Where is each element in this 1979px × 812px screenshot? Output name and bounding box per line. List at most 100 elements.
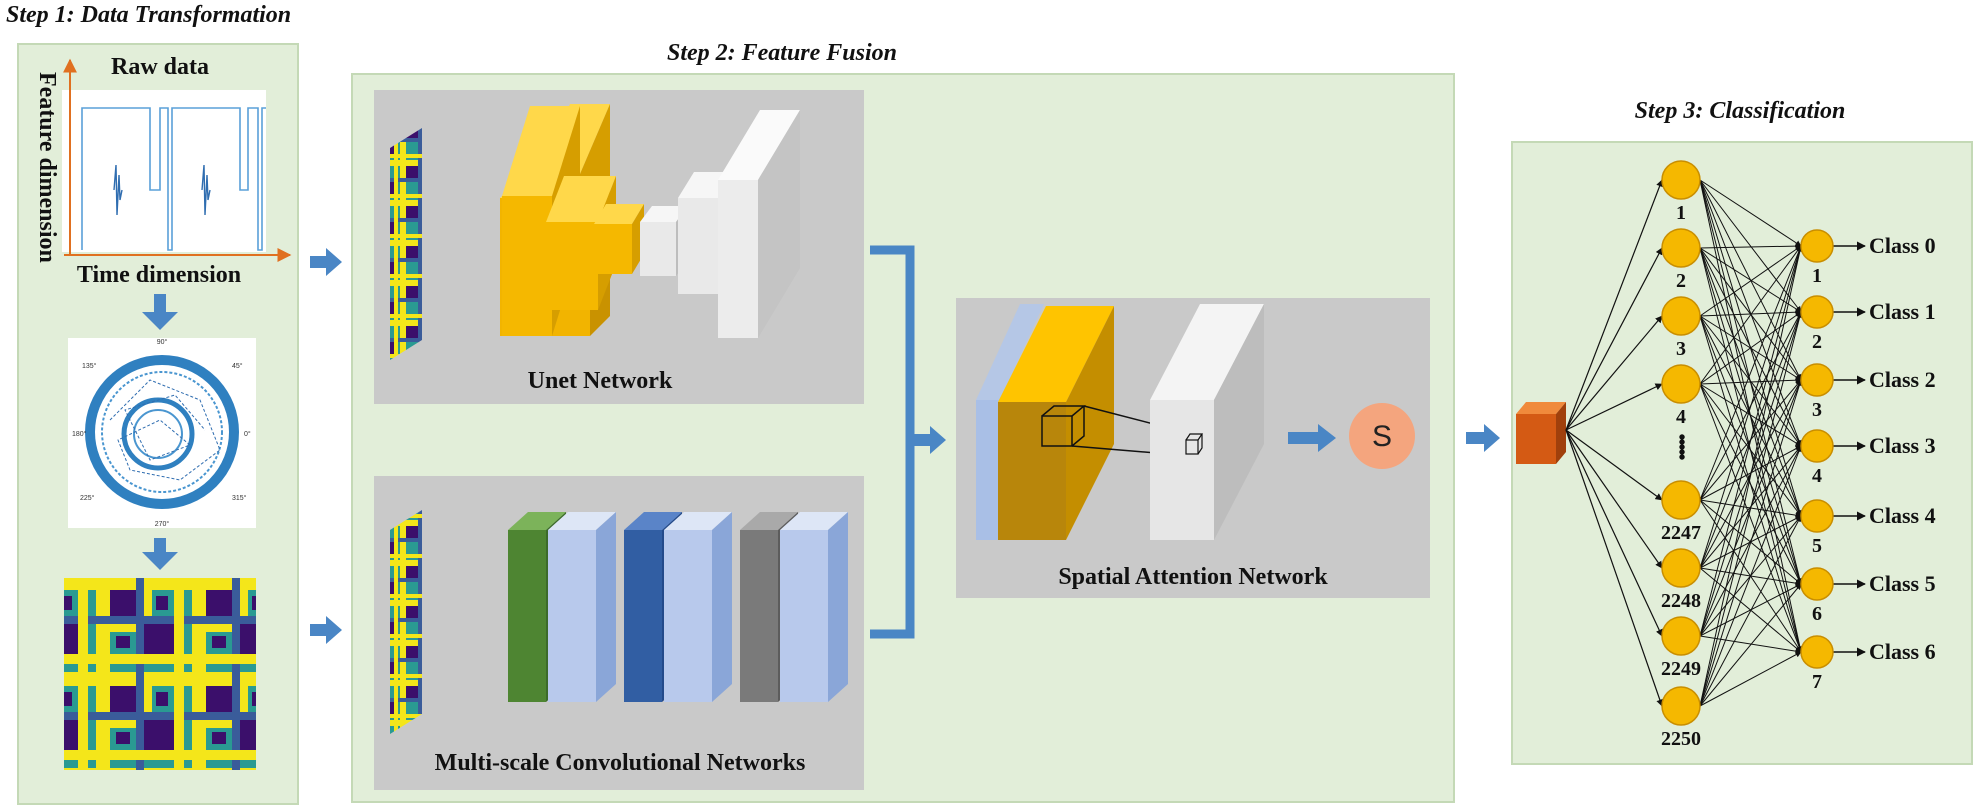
unet-label: Unet Network <box>528 368 673 394</box>
output-node-label: 1 <box>1812 265 1822 287</box>
gaf-image <box>64 578 256 770</box>
conv-block-light <box>664 512 732 702</box>
hidden-output-edge <box>1699 245 1803 707</box>
hidden-output-edge <box>1699 179 1802 313</box>
class-label: Class 1 <box>1869 299 1936 324</box>
unet-decoder-block <box>718 110 800 338</box>
raw-signal-spike <box>201 164 211 216</box>
softmax-node <box>1349 403 1415 469</box>
raw-signal-line <box>81 107 266 251</box>
spatial-output-layer <box>1150 304 1264 540</box>
hidden-output-edge <box>1699 377 1802 385</box>
hidden-output-edge <box>1699 179 1802 247</box>
attention-target-cell <box>1185 433 1204 455</box>
step2-title: Step 2: Feature Fusion <box>667 40 897 66</box>
output-node-label: 2 <box>1812 331 1822 353</box>
input-hidden-edge <box>1565 315 1663 431</box>
class-label: Class 5 <box>1869 571 1936 596</box>
hidden-output-edge <box>1699 445 1802 707</box>
polar-plot <box>68 338 256 528</box>
raw-data-plot <box>62 90 266 252</box>
unet-input-image <box>390 128 422 360</box>
input-hidden-edge <box>1565 429 1663 501</box>
merge-bracket <box>870 245 915 639</box>
polar-angle-label: 135° <box>82 362 97 370</box>
arrow-to-softmax <box>1288 424 1336 452</box>
down-arrow-2 <box>142 538 178 570</box>
hidden-ellipsis: ••••• <box>1670 433 1692 460</box>
hidden-node <box>1661 296 1701 336</box>
polar-angle-label: 225° <box>80 494 95 502</box>
spatial-attention-label: Spatial Attention Network <box>1058 564 1328 590</box>
class-label: Class 3 <box>1869 433 1936 458</box>
class-label: Class 0 <box>1869 233 1936 258</box>
spatial-input-layer <box>976 304 1044 540</box>
class-label: Class 2 <box>1869 367 1936 392</box>
flattened-feature-input <box>1516 402 1566 464</box>
hidden-output-edge <box>1699 245 1802 317</box>
output-node-label: 5 <box>1812 535 1822 557</box>
output-node-label: 4 <box>1812 465 1822 487</box>
conv-block-light <box>548 512 616 702</box>
hidden-output-edge <box>1699 315 1802 517</box>
hidden-node-label: 2 <box>1676 270 1686 292</box>
feature-dimension-label: Feature dimension <box>34 72 60 263</box>
arrow-to-unet <box>310 248 342 276</box>
hidden-node <box>1661 686 1701 726</box>
output-node-label: 7 <box>1812 671 1822 693</box>
step1-title: Step 1: Data Transformation <box>6 2 291 28</box>
network-connections <box>1565 179 1866 707</box>
input-hidden-edge <box>1565 179 1664 431</box>
hidden-node-label: 2248 <box>1661 590 1701 612</box>
multiscale-input-image <box>390 510 422 734</box>
input-hidden-edge <box>1565 383 1663 431</box>
class-label: Class 4 <box>1869 503 1936 528</box>
hidden-output-edge <box>1699 379 1803 707</box>
hidden-node-label: 2250 <box>1661 728 1701 750</box>
arrow-to-classification <box>1466 424 1500 452</box>
input-hidden-edge <box>1565 429 1663 569</box>
polar-trajectory <box>109 379 221 481</box>
hidden-output-edge <box>1699 247 1802 447</box>
polar-outer-ring <box>85 355 239 509</box>
output-node-label: 6 <box>1812 603 1822 625</box>
polar-angle-label: 90° <box>157 338 168 346</box>
time-dimension-label: Time dimension <box>77 262 241 288</box>
hidden-output-edge <box>1699 311 1803 707</box>
step3-title: Step 3: Classification <box>1635 98 1846 124</box>
hidden-node <box>1661 480 1701 520</box>
hidden-output-edge <box>1699 243 1802 250</box>
output-node-label: 3 <box>1812 399 1822 421</box>
hidden-output-edge <box>1699 651 1802 707</box>
input-hidden-edge <box>1565 429 1663 637</box>
polar-ring <box>101 371 223 493</box>
polar-angle-label: 0° <box>244 430 251 438</box>
input-hidden-edge <box>1565 429 1664 707</box>
hidden-output-edge <box>1699 383 1802 517</box>
raw-signal-spike <box>113 164 123 216</box>
hidden-node-label: 2249 <box>1661 658 1701 680</box>
conv-block-light <box>780 512 848 702</box>
down-arrow-1 <box>142 294 178 330</box>
softmax-symbol: S <box>1372 420 1392 453</box>
output-node <box>1800 499 1834 533</box>
raw-data-title: Raw data <box>111 54 209 80</box>
hidden-node-label: 2247 <box>1661 522 1701 544</box>
output-node <box>1800 567 1834 601</box>
class-label: Class 6 <box>1869 639 1936 664</box>
multiscale-label: Multi-scale Convolutional Networks <box>435 750 806 776</box>
spatial-feature-map <box>998 306 1114 540</box>
hidden-node <box>1661 228 1701 268</box>
arrow-to-spatial <box>914 426 946 454</box>
hidden-node-label: 3 <box>1676 338 1686 360</box>
step3-panel <box>1511 141 1973 765</box>
polar-angle-label: 180° <box>72 430 87 438</box>
hidden-node-label: 1 <box>1676 202 1686 224</box>
hidden-output-edge <box>1699 179 1802 447</box>
hidden-node-label: 4 <box>1676 406 1686 428</box>
output-node <box>1800 363 1834 397</box>
hidden-output-edge <box>1699 245 1803 569</box>
arrow-to-multiscale <box>310 616 342 644</box>
